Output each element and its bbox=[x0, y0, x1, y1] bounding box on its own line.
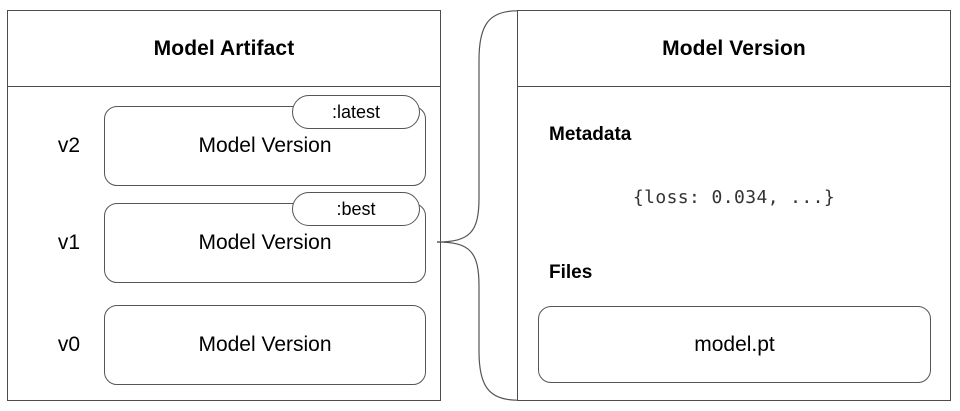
model-artifact-title: Model Artifact bbox=[153, 36, 295, 60]
version-box-v1[interactable]: Model Version :best bbox=[104, 192, 426, 283]
model-version-title: Model Version bbox=[662, 36, 806, 60]
version-label-v0: v0 bbox=[57, 333, 81, 356]
version-row: v2 Model Version :latest bbox=[8, 95, 440, 186]
version-label-v1: v1 bbox=[57, 231, 81, 254]
model-version-body: Metadata {loss: 0.034, ...} Files model.… bbox=[518, 87, 950, 400]
files-section-label: Files bbox=[549, 262, 593, 283]
version-box-v0[interactable]: Model Version bbox=[104, 305, 426, 385]
model-artifact-header: Model Artifact bbox=[8, 11, 440, 87]
version-box-label: Model Version bbox=[198, 134, 332, 157]
version-row: v1 Model Version :best bbox=[8, 192, 440, 283]
model-version-header: Model Version bbox=[518, 11, 950, 87]
alias-pill-latest[interactable]: :latest bbox=[292, 95, 420, 129]
version-box-label: Model Version bbox=[198, 333, 332, 356]
model-artifact-body: v2 Model Version :latest v1 Model Versio… bbox=[8, 87, 440, 400]
version-box-v2[interactable]: Model Version :latest bbox=[104, 95, 426, 186]
version-label-v2: v2 bbox=[57, 134, 81, 157]
model-version-panel: Model Version Metadata {loss: 0.034, ...… bbox=[517, 10, 951, 401]
model-artifact-panel: Model Artifact v2 Model Version :latest … bbox=[7, 10, 441, 401]
connector-lower-branch bbox=[436, 241, 518, 401]
connector-upper-branch bbox=[436, 10, 518, 243]
version-box-label: Model Version bbox=[198, 231, 332, 254]
alias-pill-best[interactable]: :best bbox=[292, 192, 420, 226]
file-item-model-pt[interactable]: model.pt bbox=[538, 306, 931, 383]
version-row: v0 Model Version bbox=[8, 305, 440, 385]
file-item-label: model.pt bbox=[694, 332, 775, 356]
metadata-section-label: Metadata bbox=[549, 124, 632, 145]
metadata-value: {loss: 0.034, ...} bbox=[632, 187, 836, 208]
